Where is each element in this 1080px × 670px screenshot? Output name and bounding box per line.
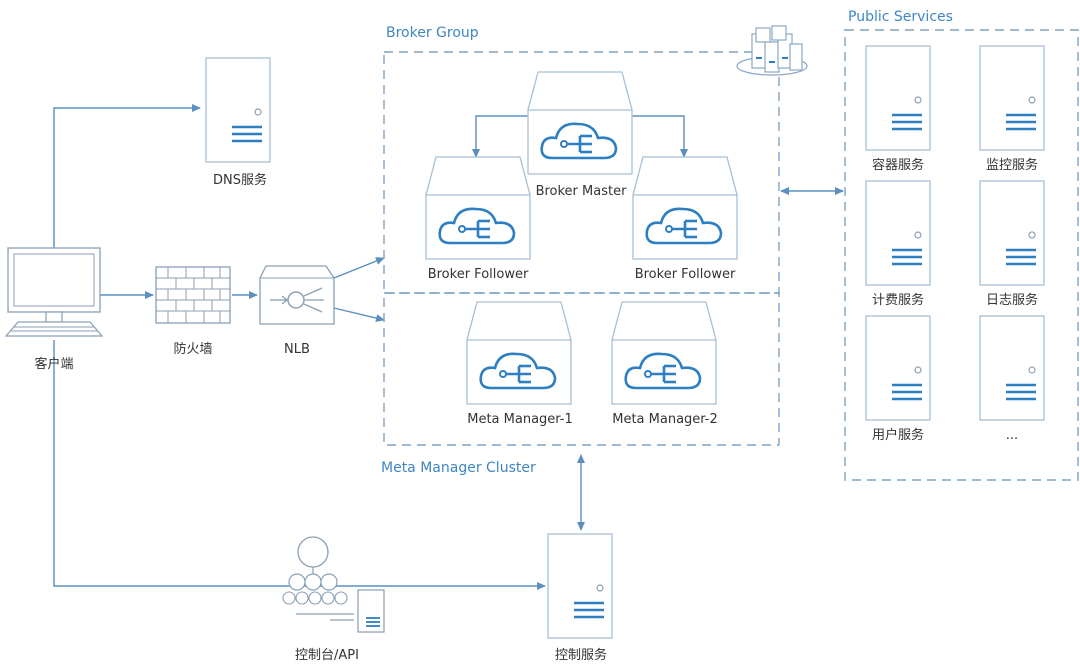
server-icon [204, 56, 272, 164]
hierarchy-icon [282, 536, 385, 633]
service-label: 用户服务 [872, 427, 924, 443]
broker-group-title: Broker Group [386, 25, 479, 41]
server-icon [978, 314, 1046, 422]
meta-manager-cluster: Meta Manager Cluster [381, 292, 780, 476]
broker-follower-2: Broker Follower [631, 155, 739, 282]
service-monitoring: 监控服务 [978, 44, 1046, 173]
meta-manager-2: Meta Manager-2 [610, 300, 718, 427]
cloud-network-icon [465, 300, 573, 406]
broker-follower-1: Broker Follower [424, 155, 532, 282]
service-label: ... [1006, 428, 1018, 443]
firewall-icon [155, 266, 231, 324]
public-services-group: Public Services [844, 9, 1079, 481]
firewall-label: 防火墙 [173, 341, 212, 357]
meta-manager-2-label: Meta Manager-2 [612, 412, 718, 427]
client-label: 客户端 [34, 356, 73, 372]
broker-master: Broker Master [526, 70, 634, 199]
dns-label: DNS服务 [213, 172, 267, 188]
meta-manager-1: Meta Manager-1 [465, 300, 573, 427]
console-api: 控制台/API [282, 536, 385, 663]
cloud-network-icon [631, 155, 739, 261]
service-logging: 日志服务 [978, 179, 1046, 308]
service-billing: 计费服务 [864, 179, 932, 308]
service-label: 容器服务 [872, 157, 924, 173]
cloud-network-icon [424, 155, 532, 261]
broker-follower-2-label: Broker Follower [635, 267, 736, 282]
cloud-network-icon [610, 300, 718, 406]
connection-lines [53, 104, 844, 590]
service-more: ... [978, 314, 1046, 443]
load-balancer-icon [259, 265, 335, 325]
console-api-label: 控制台/API [295, 648, 359, 663]
client: 客户端 [4, 247, 104, 372]
service-user: 用户服务 [864, 314, 932, 443]
public-services-title: Public Services [848, 9, 953, 25]
server-icon [864, 44, 932, 152]
server-icon [978, 44, 1046, 152]
nlb-label: NLB [284, 342, 310, 357]
service-label: 监控服务 [986, 157, 1038, 173]
nlb: NLB [259, 265, 335, 357]
server-cluster-icon [736, 25, 808, 76]
dns-server: DNS服务 [204, 56, 272, 188]
control-service-label: 控制服务 [555, 647, 607, 663]
server-icon [864, 179, 932, 287]
firewall: 防火墙 [155, 266, 231, 357]
cloud-network-icon [526, 70, 634, 176]
server-icon [978, 179, 1046, 287]
service-container: 容器服务 [864, 44, 932, 173]
server-icon [546, 532, 614, 640]
service-label: 计费服务 [872, 292, 924, 308]
computer-icon [4, 247, 104, 337]
broker-master-label: Broker Master [536, 184, 628, 199]
meta-cluster-title: Meta Manager Cluster [381, 460, 536, 476]
broker-follower-1-label: Broker Follower [428, 267, 529, 282]
service-label: 日志服务 [986, 292, 1038, 308]
server-icon [864, 314, 932, 422]
meta-manager-1-label: Meta Manager-1 [467, 412, 573, 427]
control-service: 控制服务 [546, 532, 614, 663]
